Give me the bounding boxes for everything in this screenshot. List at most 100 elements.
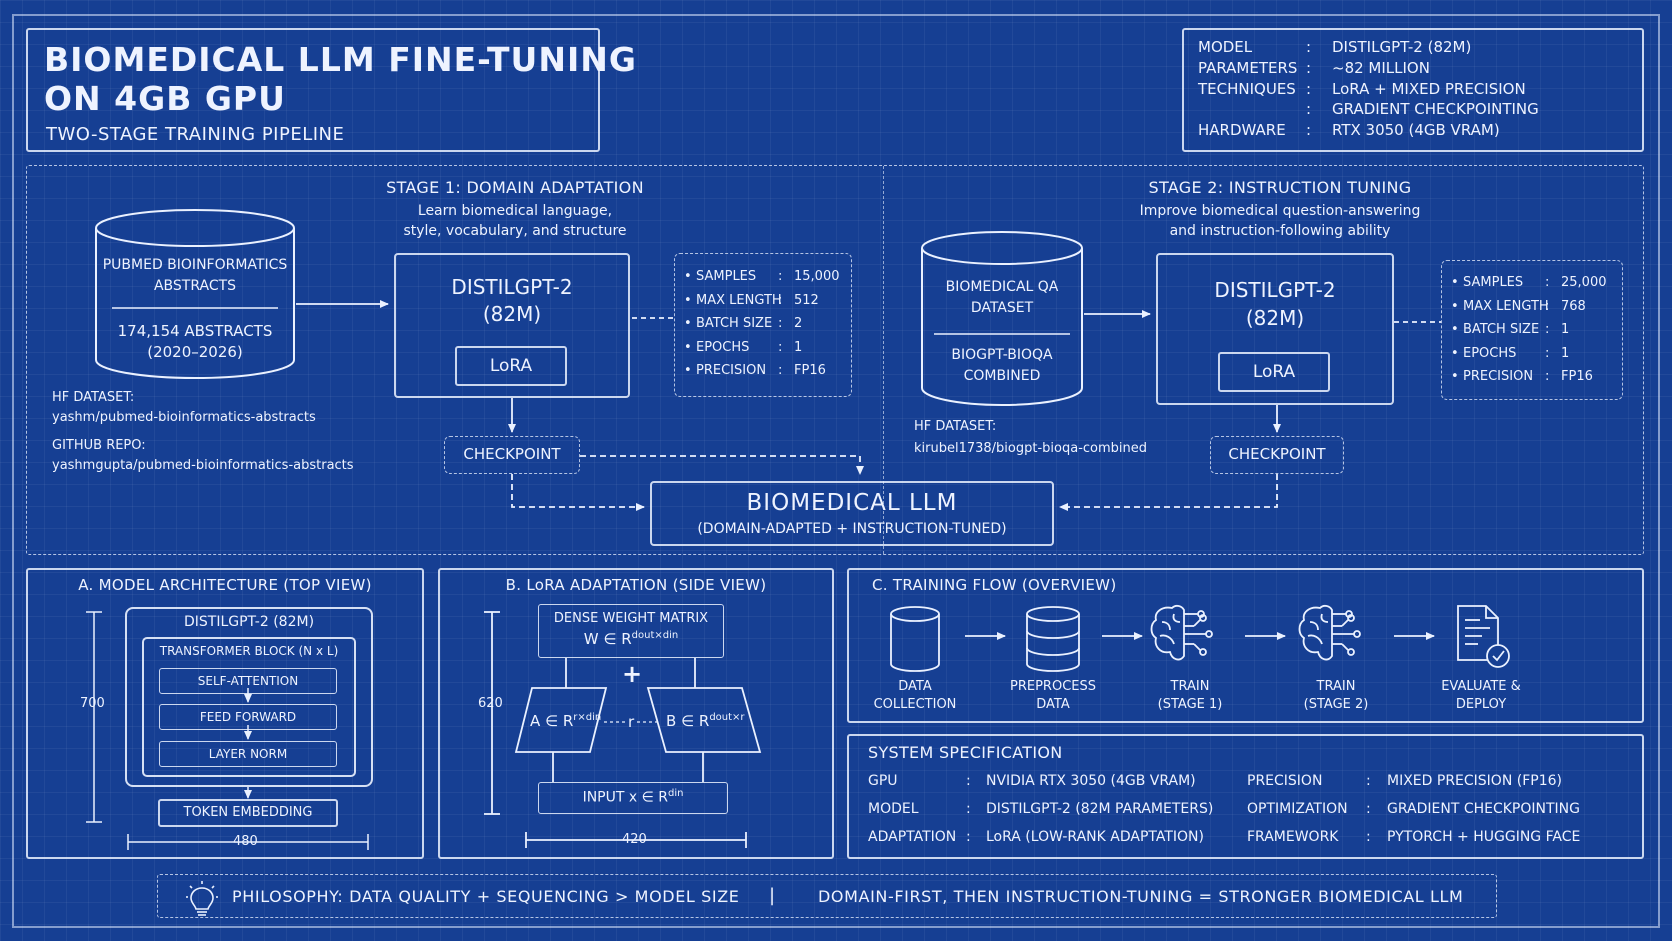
spec-sep: : bbox=[966, 829, 971, 845]
stage2-param-bullet: • bbox=[1451, 345, 1459, 361]
stage1-param-sep: : bbox=[778, 269, 783, 284]
spec-sep: : bbox=[1366, 801, 1371, 817]
info-value: DISTILGPT-2 (82M) bbox=[1332, 38, 1472, 56]
spec-value: NVIDIA RTX 3050 (4GB VRAM) bbox=[986, 773, 1196, 789]
stage2-param-value: 768 bbox=[1561, 298, 1586, 314]
final-model-box bbox=[650, 481, 1054, 546]
info-key: MODEL bbox=[1198, 38, 1253, 56]
stage2-param-bullet: • bbox=[1451, 322, 1459, 337]
stage2-dataset-sub-line1: BIOGPT-BIOQA bbox=[951, 347, 1053, 363]
panel-c-title: C. TRAINING FLOW (OVERVIEW) bbox=[872, 576, 1117, 594]
final-model-title: BIOMEDICAL LLM bbox=[746, 490, 958, 516]
stage2-desc-line1: Improve biomedical question-answering bbox=[1139, 203, 1421, 219]
stage1-title: STAGE 1: DOMAIN ADAPTATION bbox=[386, 178, 644, 197]
lightbulb-icon bbox=[186, 881, 218, 916]
brain-circuit-icon-1 bbox=[1150, 604, 1213, 661]
stage1-dataset-name-line2: ABSTRACTS bbox=[153, 278, 237, 294]
stage1-param-key: SAMPLES bbox=[696, 269, 757, 284]
flow-step-label-line1: PREPROCESS bbox=[1010, 679, 1096, 694]
footer-conclusion: DOMAIN-FIRST, THEN INSTRUCTION-TUNING = … bbox=[818, 887, 1464, 906]
stage1-param-bullet: • bbox=[684, 269, 692, 284]
spec-key: OPTIMIZATION bbox=[1247, 801, 1348, 817]
footer-divider: | bbox=[769, 885, 776, 906]
panel-b-matrix-b-label: B ∈ Rdout×r bbox=[666, 712, 745, 730]
stage2-lora-box bbox=[1218, 352, 1330, 392]
info-sep: : bbox=[1306, 38, 1312, 56]
stage1-desc-line1: Learn biomedical language, bbox=[417, 203, 613, 219]
stage2-param-key: EPOCHS bbox=[1463, 345, 1517, 361]
flow-step-label-line1: TRAIN bbox=[1170, 679, 1210, 694]
stage1-param-sep: : bbox=[778, 316, 783, 331]
stage2-param-value: 1 bbox=[1561, 322, 1570, 337]
panel-b-matrix-b-formula: B ∈ R bbox=[666, 712, 710, 730]
info-value: LoRA + MIXED PRECISION bbox=[1332, 80, 1526, 98]
stage2-hf-label: HF DATASET: bbox=[914, 419, 997, 434]
panel-a-model-label: DISTILGPT-2 (82M) bbox=[183, 614, 315, 630]
stage1-param-value: 512 bbox=[794, 292, 819, 308]
panel-b-title: B. LoRA ADAPTATION (SIDE VIEW) bbox=[505, 576, 767, 594]
stage2-param-sep: : bbox=[1545, 345, 1550, 361]
stage2-param-key: SAMPLES bbox=[1463, 275, 1524, 290]
panel-b-input-label: INPUT x ∈ Rdin bbox=[538, 788, 728, 806]
info-value: ~82 MILLION bbox=[1332, 59, 1430, 77]
cylinder-icon bbox=[890, 606, 940, 672]
stage1-param-key: EPOCHS bbox=[696, 339, 750, 355]
panel-b-matrix-b-sup: dout×r bbox=[709, 712, 745, 723]
panel-a-embedding-box bbox=[158, 799, 338, 827]
spec-key: FRAMEWORK bbox=[1247, 829, 1339, 845]
spec-value: LoRA (LOW-RANK ADAPTATION) bbox=[986, 829, 1204, 845]
info-key: PARAMETERS bbox=[1198, 59, 1298, 77]
stage2-param-sep: : bbox=[1545, 322, 1550, 337]
flow-step-label-line2: COLLECTION bbox=[873, 697, 957, 712]
stage2-dataset-cylinder bbox=[921, 231, 1083, 406]
stage1-hf-value[interactable]: yashm/pubmed-bioinformatics-abstracts bbox=[52, 410, 316, 425]
panel-a-layer-box bbox=[159, 741, 337, 767]
info-key: TECHNIQUES bbox=[1198, 80, 1296, 98]
stage1-param-bullet: • bbox=[684, 363, 692, 378]
panel-a-transformer-box bbox=[142, 637, 356, 777]
flow-step-label-line2: (STAGE 1) bbox=[1157, 697, 1223, 712]
panel-a-layer-label: LAYER NORM bbox=[208, 747, 288, 761]
footer-philosophy: PHILOSOPHY: DATA QUALITY + SEQUENCING > … bbox=[232, 887, 740, 906]
stage1-param-value: FP16 bbox=[794, 363, 826, 378]
matrix-a-shape bbox=[514, 687, 608, 753]
stage2-hf-value[interactable]: kirubel1738/biogpt-bioqa-combined bbox=[914, 441, 1148, 456]
panel-b-input-formula: INPUT x ∈ R bbox=[582, 789, 668, 806]
footer-box bbox=[157, 874, 1497, 918]
info-sep: : bbox=[1306, 59, 1312, 77]
panel-b-input-sup: din bbox=[667, 788, 684, 799]
flow-step-label-line2: (STAGE 2) bbox=[1303, 697, 1369, 712]
panel-a-layer-label: SELF-ATTENTION bbox=[197, 674, 299, 688]
info-sep: : bbox=[1306, 121, 1312, 139]
stage1-param-value: 1 bbox=[794, 339, 803, 355]
spec-value: PYTORCH + HUGGING FACE bbox=[1387, 829, 1581, 845]
info-sep: : bbox=[1306, 80, 1312, 98]
panel-a-embedding-label: TOKEN EMBEDDING bbox=[183, 805, 313, 820]
stages-panel bbox=[26, 165, 1644, 555]
page-title-line1: BIOMEDICAL LLM FINE-TUNING bbox=[44, 40, 637, 79]
panel-b-width-dim: 420 bbox=[622, 832, 647, 847]
database-icon bbox=[1026, 606, 1080, 672]
stage1-checkpoint-label: CHECKPOINT bbox=[463, 445, 561, 463]
stage2-param-bullet: • bbox=[1451, 275, 1459, 290]
panel-a-layer-label: FEED FORWARD bbox=[199, 710, 297, 724]
arrow-checkpoint2-to-final bbox=[1059, 474, 1278, 511]
stage1-param-key: BATCH SIZE bbox=[696, 316, 773, 331]
stage2-model-box bbox=[1156, 253, 1394, 405]
info-key: HARDWARE bbox=[1198, 121, 1286, 139]
spec-key: PRECISION bbox=[1247, 773, 1323, 789]
info-value: RTX 3050 (4GB VRAM) bbox=[1332, 121, 1500, 139]
panel-b-dense-line1: DENSE WEIGHT MATRIX bbox=[553, 611, 709, 626]
panel-a-transformer-label: TRANSFORMER BLOCK (N x L) bbox=[159, 644, 339, 658]
stage1-param-bullet: • bbox=[684, 339, 692, 355]
stage2-dataset-sub-line2: COMBINED bbox=[963, 368, 1041, 384]
flow-step-label-line1: DATA bbox=[898, 679, 932, 694]
stage1-param-sep: : bbox=[778, 292, 783, 308]
arrow-checkpoint1-to-final-left bbox=[511, 474, 645, 511]
spec-key: ADAPTATION bbox=[868, 829, 957, 845]
spec-sep: : bbox=[966, 801, 971, 817]
stage1-github-value[interactable]: yashmgupta/pubmed-bioinformatics-abstrac… bbox=[52, 458, 354, 473]
stage2-model-name: DISTILGPT-2 bbox=[1214, 278, 1336, 302]
